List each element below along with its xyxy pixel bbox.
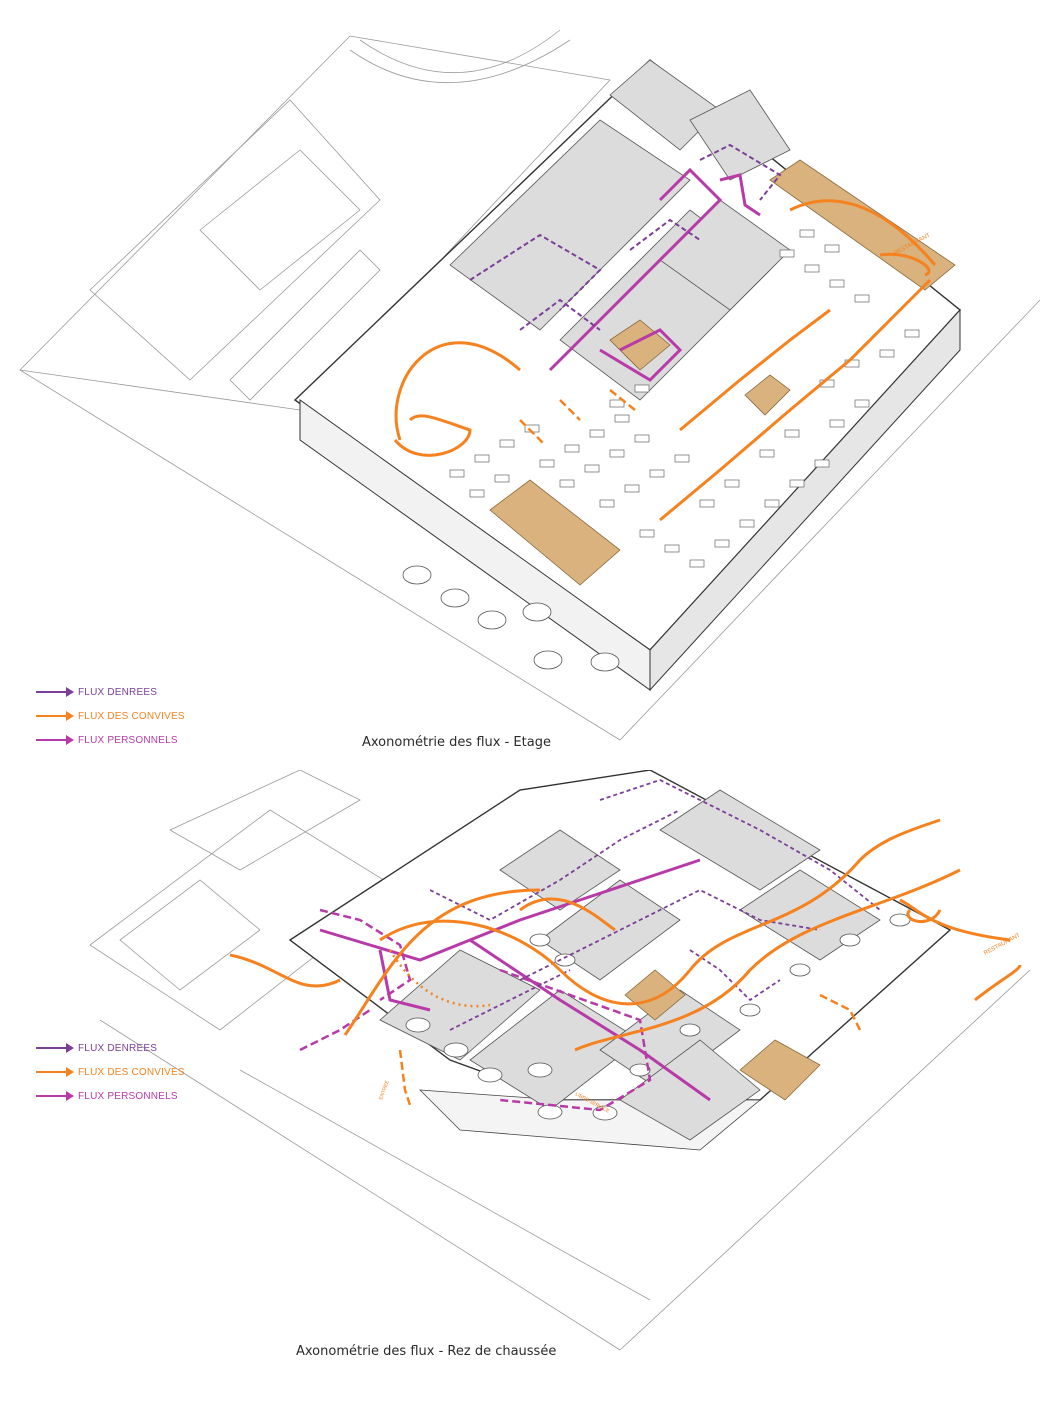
- flux-personnels-etage: [548, 167, 761, 382]
- arrow-icon: [36, 711, 76, 721]
- legend-etage: FLUX DENREES FLUX DES CONVIVES FLUX PERS…: [36, 680, 185, 752]
- legend-row-personnels: FLUX PERSONNELS: [36, 728, 185, 752]
- flux-denrees-etage: [469, 143, 782, 331]
- caption-etage: Axonométrie des flux - Etage: [362, 735, 551, 750]
- flux-personnels-dashed-rdc: [299, 908, 652, 1112]
- legend-label: FLUX DES CONVIVES: [78, 1066, 185, 1078]
- entree-tag: ENTREE: [378, 1079, 391, 1101]
- legend-label: FLUX PERSONNELS: [78, 734, 178, 746]
- legend-rdc: FLUX DENREES FLUX DES CONVIVES FLUX PERS…: [36, 1036, 185, 1108]
- legend-label: FLUX DENREES: [78, 686, 158, 698]
- legend-row-personnels: FLUX PERSONNELS: [36, 1084, 185, 1108]
- dining-tables-etage: [449, 229, 920, 568]
- arrow-icon: [36, 1043, 76, 1053]
- legend-row-denrees: FLUX DENREES: [36, 1036, 185, 1060]
- arrow-icon: [36, 687, 76, 697]
- flux-convives-rdc: [229, 818, 1022, 1052]
- legend-label: FLUX PERSONNELS: [78, 1090, 178, 1102]
- legend-row-convives: FLUX DES CONVIVES: [36, 1060, 185, 1084]
- legend-row-denrees: FLUX DENREES: [36, 680, 185, 704]
- outdoor-tables-rdc: [405, 913, 911, 1121]
- site-context-rdc: [89, 770, 1031, 1351]
- legend-label: FLUX DES CONVIVES: [78, 710, 185, 722]
- flux-convives-dotted-rdc: [388, 949, 491, 1008]
- flux-convives-etage: [393, 199, 937, 522]
- flux-convives-dashed-etage: [519, 389, 636, 446]
- legend-label: FLUX DENREES: [78, 1042, 158, 1054]
- flux-convives-dashed-rdc: [398, 993, 862, 1106]
- arrow-icon: [36, 1091, 76, 1101]
- terraces-rdc: [624, 969, 821, 1101]
- caption-rdc: Axonométrie des flux - Rez de chaussée: [296, 1344, 557, 1359]
- legend-row-convives: FLUX DES CONVIVES: [36, 704, 185, 728]
- arrow-icon: [36, 735, 76, 745]
- panel-etage: RESTAURANT FLUX DENREES FLUX DES CONVIVE…: [19, 29, 1041, 752]
- axonometry-rdc: RESTAURANT LIBRE SERVICE ENTREE: [89, 770, 1031, 1351]
- axonometry-etage: RESTAURANT: [19, 29, 1041, 741]
- arrow-icon: [36, 1067, 76, 1077]
- outdoor-tables-etage: [402, 565, 620, 672]
- panel-rdc: RESTAURANT LIBRE SERVICE ENTREE FLUX DEN…: [0, 770, 1048, 1417]
